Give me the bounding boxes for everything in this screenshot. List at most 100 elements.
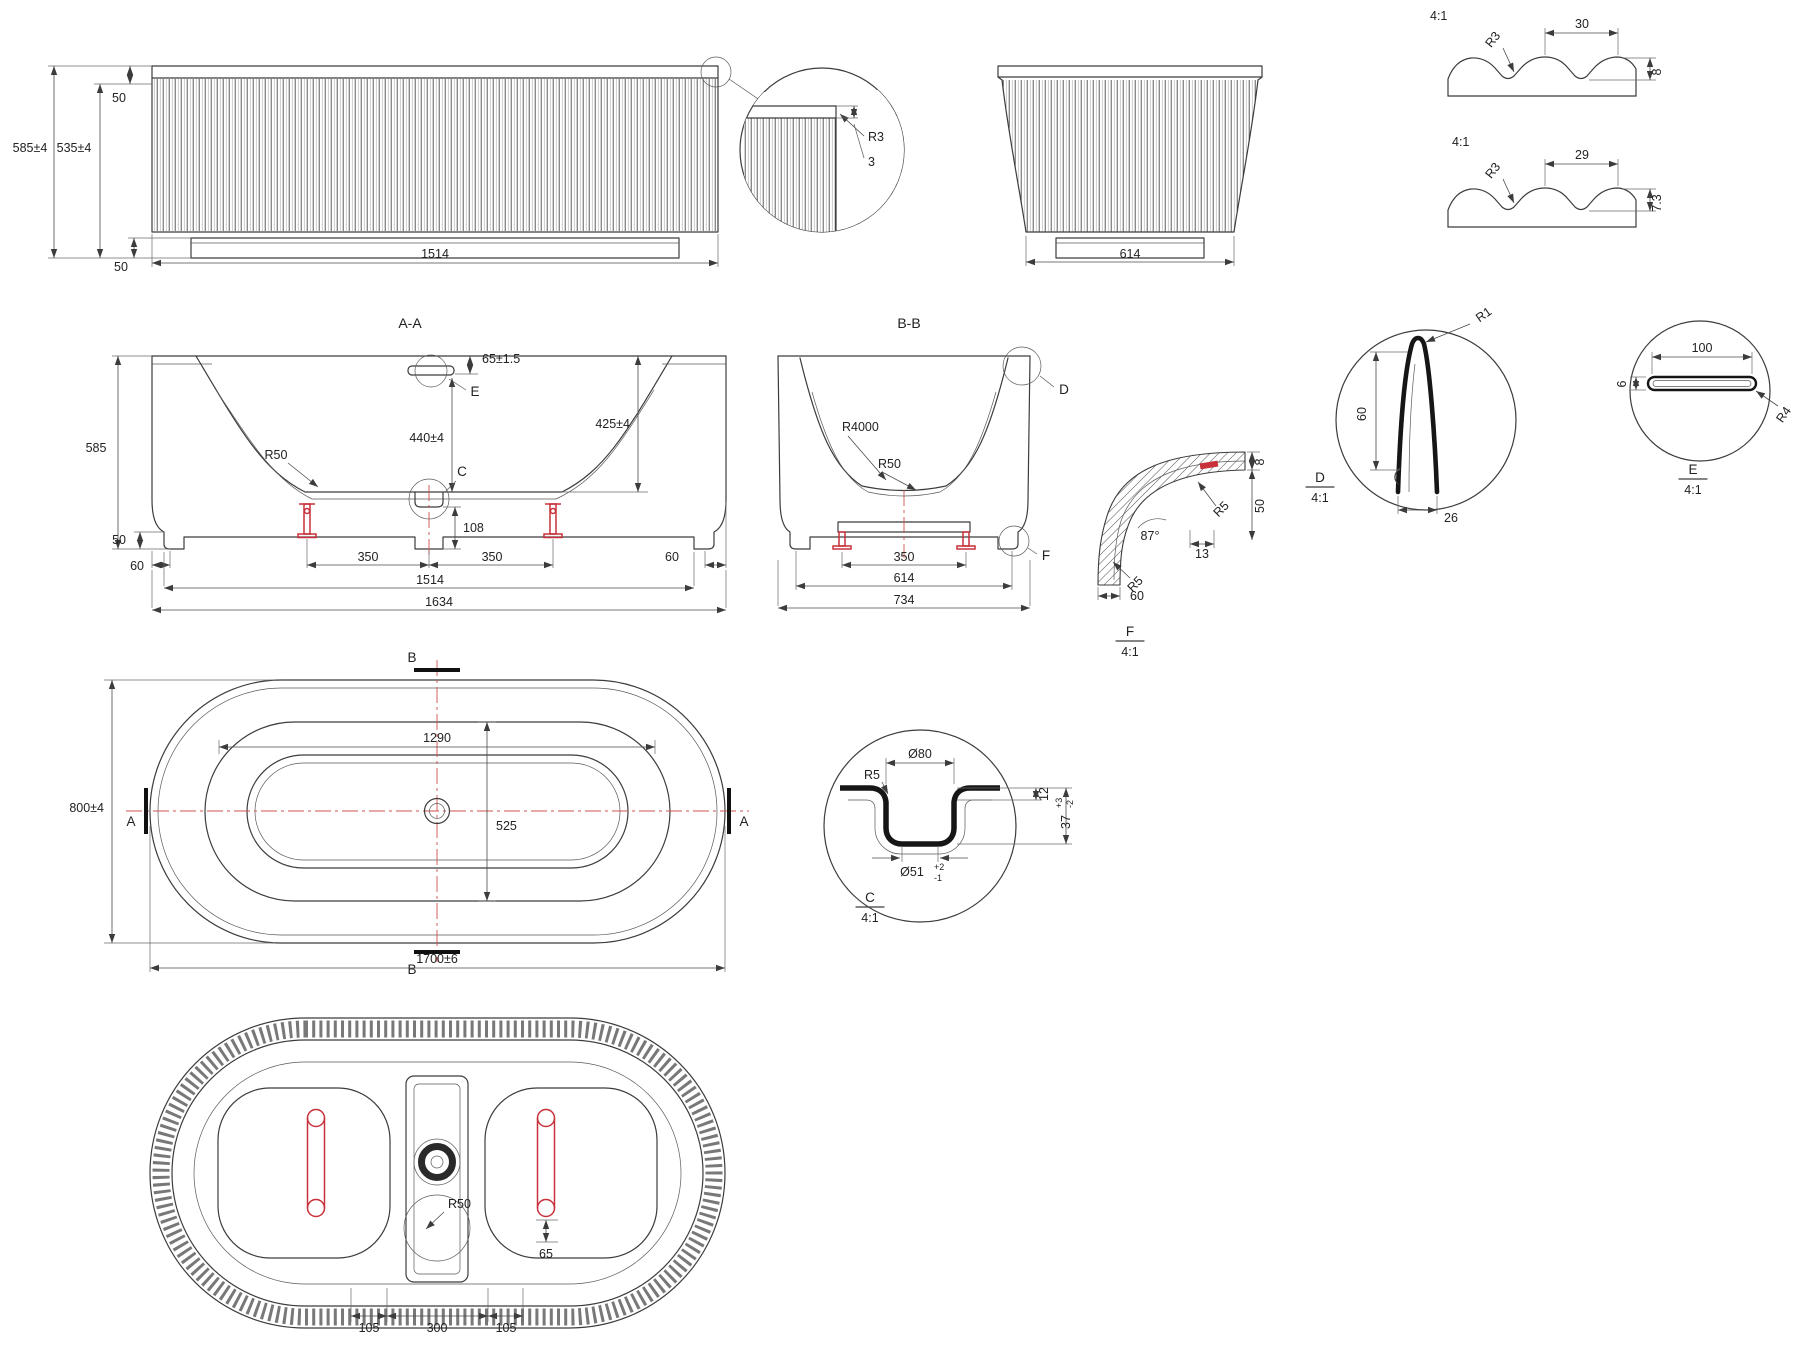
section-aa-view: A-A E 65±1.5 440±4 425±4 R50 C	[86, 315, 727, 614]
section-label-b-bottom: B	[407, 962, 416, 977]
dim-label-60-right: 60	[665, 550, 679, 564]
dim-label-800: 800±4	[69, 801, 104, 815]
dim-label-614: 614	[894, 571, 915, 585]
drain-fitting	[418, 1143, 456, 1181]
detail-d-label: D	[1059, 382, 1069, 397]
dim-label-585: 585±4	[13, 141, 48, 155]
dim-label-100: 100	[1692, 341, 1713, 355]
dim-label-13: 13	[1195, 547, 1209, 561]
detail-d-view: R1 60 26 D 4:1	[1305, 304, 1517, 525]
base-pad-left	[217, 1087, 391, 1259]
dim-label-d51: Ø51	[900, 865, 924, 879]
dim-label-51-tol-plus: +2	[934, 862, 944, 872]
tub-outer-rim	[149, 679, 726, 944]
dim-label-detail-3: 3	[868, 155, 875, 169]
front-elevation-view: R3 3 50 585±4 535±4 50 1514	[13, 56, 905, 274]
fluted-panel-side	[1002, 80, 1258, 232]
detail-label: E	[1688, 462, 1697, 477]
detail-e-label: E	[470, 384, 479, 399]
section-label-a-right: A	[739, 814, 748, 829]
dim-label-65: 65	[539, 1247, 553, 1261]
dim-label-614: 614	[1120, 247, 1141, 261]
dim-label-1514: 1514	[421, 247, 449, 261]
section-label-a-left: A	[126, 814, 135, 829]
dim-label-1700: 1700±6	[416, 952, 458, 966]
scale-label: 4:1	[1452, 135, 1469, 149]
dim-label-r5-top: R5	[1211, 499, 1232, 520]
dim-label-37-tol-plus: +3	[1054, 798, 1064, 808]
dim-label-r3: R3	[1482, 160, 1503, 181]
dim-label-r4000: R4000	[842, 420, 879, 434]
detail-f-balloon	[998, 525, 1030, 557]
dim-label-37: 37	[1059, 815, 1073, 829]
dim-label-525: 525	[496, 819, 517, 833]
dim-label-300: 300	[427, 1321, 448, 1335]
drain-channel	[405, 1075, 469, 1283]
dim-label-60: 60	[1130, 589, 1144, 603]
dim-label-d80: Ø80	[908, 747, 932, 761]
detail-scale: 4:1	[1311, 491, 1328, 505]
dim-label-50-top: 50	[112, 91, 126, 105]
dim-label-7-3: 7.3	[1650, 194, 1664, 211]
overflow-slot-profile	[1646, 375, 1758, 392]
dim-label-65: 65±1.5	[482, 352, 520, 366]
dim-label-60-left: 60	[130, 559, 144, 573]
side-elevation-view: 614	[997, 65, 1263, 266]
dim-label-8: 8	[1253, 458, 1267, 465]
bottom-view: R50 65 105 300 105	[149, 1017, 726, 1335]
dim-label-425: 425±4	[595, 417, 630, 431]
detail-e-balloon	[414, 354, 448, 388]
adjustable-leg-right	[543, 503, 563, 539]
dim-label-108: 108	[463, 521, 484, 535]
flute-profile-detail-top: 4:1 30 R3 8	[1430, 9, 1664, 97]
detail-label: D	[1315, 470, 1325, 485]
flute-profile-detail-bottom: 4:1 29 R3 7.3	[1447, 135, 1664, 228]
fixing-slot-left	[306, 1108, 326, 1218]
seal-marker	[1199, 460, 1219, 470]
scale-label: 4:1	[1430, 9, 1447, 23]
dim-label-26: 26	[1444, 511, 1458, 525]
section-bb-view: B-B D F R4000 R50 350 614 734	[777, 315, 1069, 612]
detail-c-label: C	[457, 464, 467, 479]
plan-view: B B A A 1290 525 800±4 1700±6	[69, 650, 749, 977]
fluted-panel	[153, 79, 717, 231]
dim-label-105-right: 105	[496, 1321, 517, 1335]
detail-label: C	[865, 890, 875, 905]
detail-mark-circle	[700, 56, 732, 88]
dim-label-1290: 1290	[423, 731, 451, 745]
dim-label-50-bottom: 50	[114, 260, 128, 274]
detail-e-view: 100 6 R4 E 4:1	[1615, 320, 1794, 497]
basin-floor-edge	[246, 754, 629, 869]
dim-label-60: 60	[1355, 407, 1369, 421]
dim-label-30: 30	[1575, 17, 1589, 31]
dim-label-r5: R5	[864, 768, 880, 782]
base-pad-right	[484, 1087, 658, 1259]
dim-label-350: 350	[894, 550, 915, 564]
dim-label-29: 29	[1575, 148, 1589, 162]
dim-label-r50: R50	[448, 1197, 471, 1211]
dim-label-1634: 1634	[425, 595, 453, 609]
dim-label-440: 440±4	[409, 431, 444, 445]
dim-label-350-right: 350	[482, 550, 503, 564]
leg-left	[832, 531, 852, 550]
detail-scale: 4:1	[1121, 645, 1138, 659]
dim-label-1514: 1514	[416, 573, 444, 587]
rim-wall-section	[1097, 451, 1246, 586]
section-title: A-A	[398, 315, 422, 331]
detail-scale: 4:1	[1684, 483, 1701, 497]
dim-label-8: 8	[1650, 68, 1664, 75]
dim-label-37-tol-minus: -2	[1065, 800, 1075, 808]
section-title: B-B	[897, 315, 920, 331]
dim-label-585: 585	[86, 441, 107, 455]
dim-label-50: 50	[112, 533, 126, 547]
detail-c-view: Ø80 R5 12 37 +3 -2 Ø51 +2 -1 C 4:1	[823, 729, 1075, 925]
drain-hole	[423, 797, 451, 825]
leg-right	[956, 531, 976, 550]
fixing-slot-right	[536, 1108, 556, 1218]
r50-detail-circle	[403, 1194, 471, 1262]
dim-label-r4: R4	[1773, 404, 1794, 425]
basin-top-edge	[204, 721, 671, 902]
overflow-slot	[407, 365, 455, 376]
